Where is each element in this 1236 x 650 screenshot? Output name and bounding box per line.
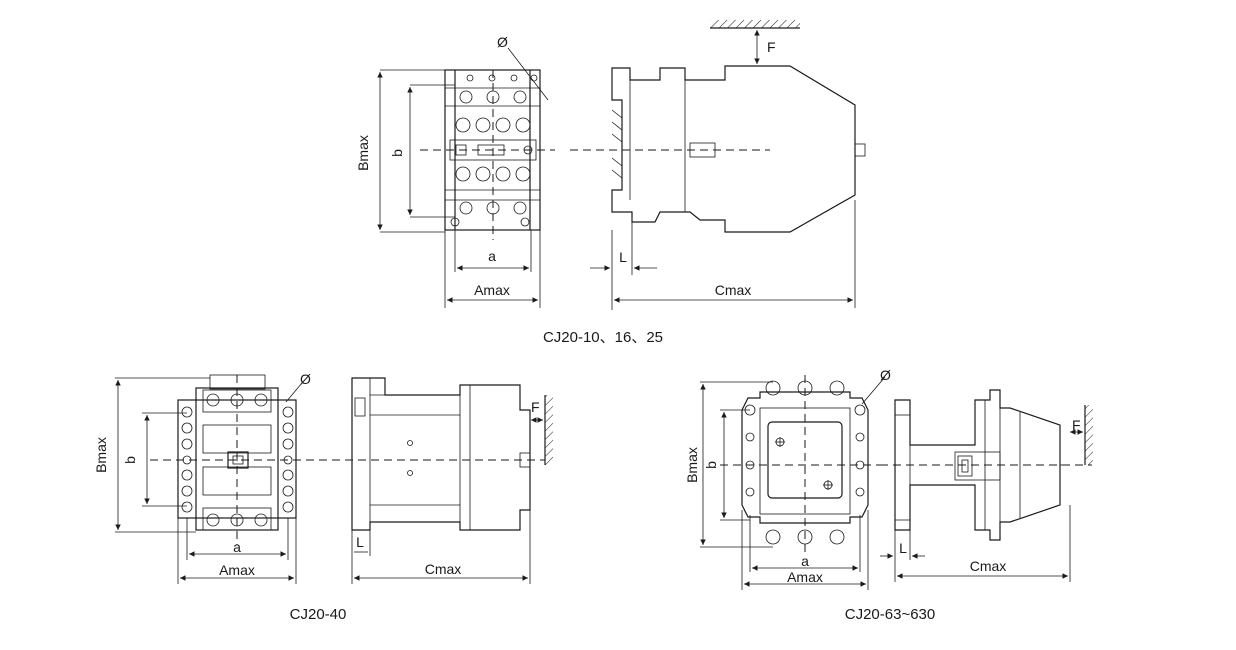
bmax-label-top: Bmax	[355, 135, 371, 171]
f-label-top: F	[767, 39, 776, 55]
b-label-top: b	[389, 149, 405, 157]
bmax-label-right: Bmax	[684, 447, 700, 483]
amax-label-left: Amax	[219, 562, 255, 578]
drawing-cj20-63-side-view	[880, 389, 1093, 582]
b-label-left: b	[122, 456, 138, 464]
cmax-label-right: Cmax	[970, 558, 1007, 574]
cmax-label-top: Cmax	[715, 282, 752, 298]
dia-label-right: Ø	[880, 367, 891, 383]
caption-cj20-40: CJ20-40	[290, 606, 347, 623]
caption-cj20-63-630: CJ20-63~630	[845, 606, 935, 623]
cmax-label-left: Cmax	[425, 561, 462, 577]
b-label-right: b	[703, 461, 719, 469]
amax-label-right: Amax	[787, 569, 823, 585]
l-label-left: L	[356, 534, 364, 550]
caption-cj20-10: CJ20-10、16、25	[543, 329, 663, 346]
drawing-cj20-10-side-view	[570, 20, 866, 310]
l-label-right: L	[899, 540, 907, 556]
a-label-top: a	[488, 248, 496, 264]
dia-label-left: Ø	[300, 371, 311, 387]
drawing-cj20-63-front-view	[700, 375, 886, 590]
a-label-left: a	[233, 539, 241, 555]
bmax-label-left: Bmax	[93, 437, 109, 473]
a-label-right: a	[801, 553, 809, 569]
drawing-cj20-40-side-view	[345, 377, 553, 584]
dia-label-top: Ø	[497, 34, 508, 50]
drawing-cj20-40-front-view	[115, 374, 340, 584]
f-label-right: F	[1072, 417, 1081, 433]
drawing-cj20-10-front-view	[377, 47, 555, 308]
amax-label-top: Amax	[474, 282, 510, 298]
l-label-top: L	[619, 249, 627, 265]
f-label-left: F	[531, 399, 540, 415]
